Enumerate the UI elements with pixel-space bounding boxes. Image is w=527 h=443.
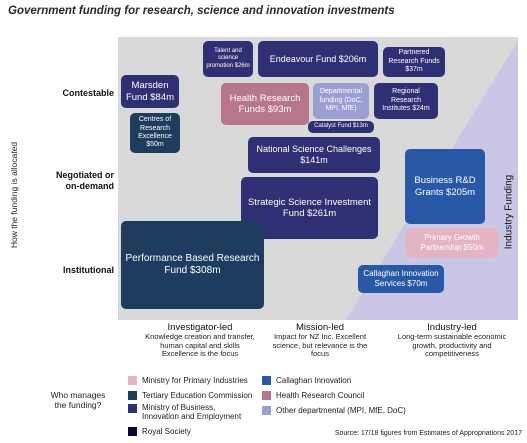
row-label-contestable: Contestable <box>62 88 114 98</box>
pgp-box: Primary Growth Partnership $50m <box>406 228 498 258</box>
industry-funding-label: Industry Funding <box>503 174 515 250</box>
industry-desc: Long-term sustainable economic growth, p… <box>397 332 507 359</box>
talent-box: Talent and science promotion $26m <box>203 41 253 77</box>
legend-swatch-mpi <box>128 376 137 385</box>
x-category-industry: Industry-led Long-term sustainable econo… <box>392 322 512 359</box>
callaghan-box: Callaghan Innovation Services $70m <box>358 265 444 293</box>
pbrf-box: Performance Based Research Fund $308m <box>121 221 264 309</box>
legend-question: Who manages the funding? <box>50 390 106 411</box>
legend-swatch-tec <box>128 391 137 400</box>
row-label-negotiated: Negotiated or on-demand <box>30 170 114 193</box>
nsc-box: National Science Challenges $141m <box>248 137 380 173</box>
investigator-heading: Investigator-led <box>167 322 233 333</box>
y-axis-title: How the funding is allocated <box>9 141 19 249</box>
departmental-box: Departmental funding (DoC, MPI, MfE) <box>313 83 369 119</box>
legend-label-mpi: Ministry for Primary Industries <box>142 376 248 385</box>
marsden-box: Marsden Fund $84m <box>121 75 179 108</box>
endeavour-box: Endeavour Fund $206m <box>258 41 378 77</box>
regional-box: Regional Research Institutes $24m <box>374 83 438 119</box>
legend-swatch-other <box>262 406 271 415</box>
legend-label-tec: Tertiary Education Commission <box>142 391 253 400</box>
coe-box: Centres of Research Excellence $50m <box>130 113 180 153</box>
row-label-negotiated-line2: on-demand <box>65 181 115 192</box>
mission-heading: Mission-led <box>295 322 345 333</box>
funding-matrix: Talent and science promotion $26m Endeav… <box>118 37 518 320</box>
chart-title: Government funding for research, science… <box>8 5 395 17</box>
brd-box: Business R&D Grants $205m <box>405 149 485 224</box>
row-label-institutional: Institutional <box>63 265 114 275</box>
legend-label-callaghan: Callaghan Innovation <box>276 376 352 385</box>
industry-heading: Industry-led <box>427 322 477 333</box>
x-category-investigator: Investigator-led Knowledge creation and … <box>140 322 260 359</box>
legend-swatch-hrc <box>262 391 271 400</box>
legend-label-royal-society: Royal Society <box>142 427 191 436</box>
legend-swatch-mbie <box>128 404 137 413</box>
legend-label-other: Other departmental (MPI, MfE, DoC) <box>276 406 406 415</box>
legend-label-hrc: Health Research Council <box>276 391 365 400</box>
partnered-box: Partnered Research Funds $37m <box>383 47 445 77</box>
mission-desc: Impact for NZ Inc. Excellent science, bu… <box>272 332 368 359</box>
x-category-mission: Mission-led Impact for NZ Inc. Excellent… <box>268 322 372 359</box>
investigator-focus: Excellence is the focus <box>161 349 239 359</box>
legend-label-mbie: Ministry of Business, Innovation and Emp… <box>142 403 242 422</box>
source-note: Source: 17/18 figures from Estimates of … <box>334 430 522 437</box>
catalyst-box: Catalyst Fund $13m <box>308 121 374 133</box>
legend-swatch-callaghan <box>262 376 271 385</box>
row-label-negotiated-line1: Negotiated or <box>55 170 114 180</box>
legend-swatch-royal-society <box>128 427 137 436</box>
health-box: Health Research Funds $93m <box>221 83 309 125</box>
investigator-desc: Knowledge creation and transfer, human c… <box>145 332 255 350</box>
